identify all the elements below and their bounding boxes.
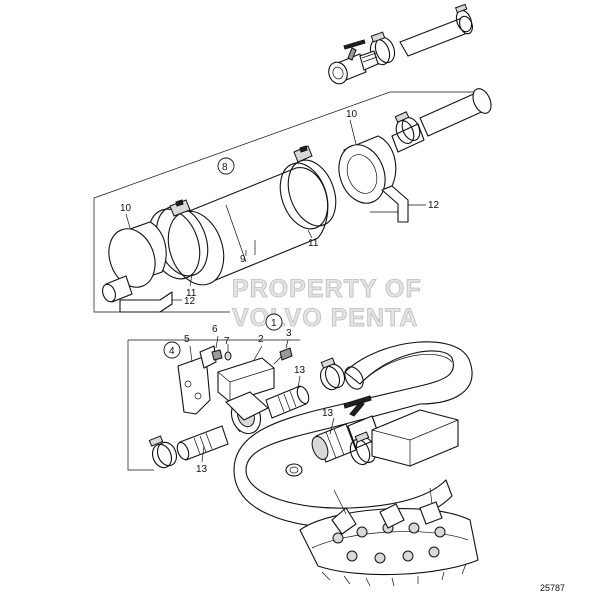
label-silencer-body: 9	[240, 254, 246, 265]
label-hose-nipple-lower: 13	[196, 464, 208, 475]
label-group-1: 1	[271, 318, 277, 329]
document-number: 25787	[540, 583, 565, 593]
label-clamps-right: 11	[308, 238, 319, 249]
label-group-4: 4	[169, 346, 175, 357]
label-clamps-left: 11	[186, 288, 197, 299]
label-hose-nipple-upper: 13	[294, 365, 306, 376]
label-bracket-plate: 5	[184, 334, 190, 345]
hose-loop-assembly	[233, 341, 479, 587]
silencer-group	[93, 88, 492, 313]
callout-1: 1	[265, 313, 283, 331]
label-sensor-screw: 3	[286, 328, 292, 339]
watermark-line-1: PROPERTY OF	[232, 275, 422, 303]
label-group-8: 8	[222, 162, 228, 173]
label-sensor-box: 2	[258, 334, 264, 345]
label-bracket-right: 12	[428, 200, 440, 211]
top-pipe-assembly	[328, 3, 473, 85]
callout-8: 8	[217, 157, 235, 175]
label-washer: 7	[224, 336, 230, 347]
label-end-cap-left: 10	[120, 203, 132, 214]
sensor-group	[127, 335, 346, 471]
callout-4: 4	[163, 341, 181, 359]
label-hose-nipple-right: 13	[322, 408, 334, 419]
watermark: PROPERTY OF VOLVO PENTA	[232, 275, 422, 333]
engine-bolts	[332, 522, 446, 564]
label-nut: 6	[212, 324, 218, 335]
watermark-line-2: VOLVO PENTA	[232, 304, 418, 332]
label-bracket-left: 12	[184, 296, 196, 307]
label-end-cap-right: 10	[346, 109, 358, 120]
